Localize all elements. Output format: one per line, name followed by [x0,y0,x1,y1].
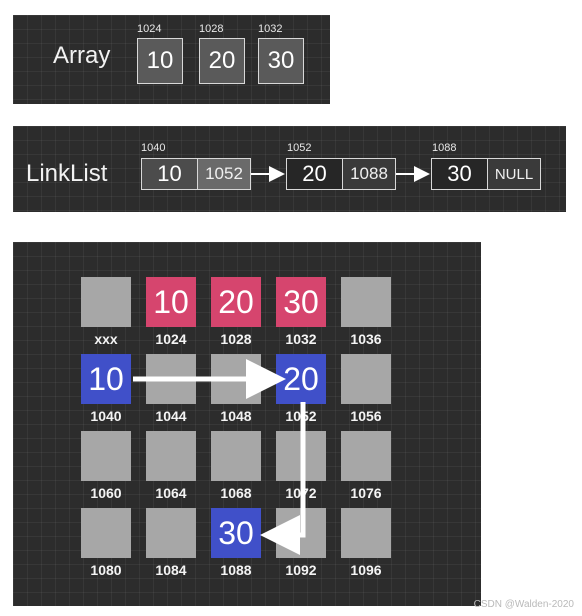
list-node-3: 30 NULL [431,158,541,190]
watermark: CSDN @Walden-2020 [473,599,574,610]
memory-cell-address: 1044 [155,408,187,424]
list-node-2: 20 1088 [286,158,396,190]
array-element-1: 10 [137,38,183,84]
memory-cell [146,431,196,481]
memory-cell-address: 1064 [155,485,187,501]
memory-cell-address: 1084 [155,562,187,578]
memory-cell: 10 [146,277,196,327]
array-address-2: 1028 [199,23,224,35]
memory-cell [341,431,391,481]
array-address-1: 1024 [137,23,162,35]
memory-cell [341,277,391,327]
array-address-3: 1032 [258,23,283,35]
node-next-pointer: 1088 [343,159,395,189]
array-element-3: 30 [258,38,304,84]
memory-cell [81,431,131,481]
node-value: 20 [287,159,343,189]
memory-cell-address: 1076 [350,485,382,501]
memory-cell-address: 1092 [285,562,317,578]
memory-cell [341,508,391,558]
memory-cell-address: 1024 [155,331,187,347]
memory-cell-address: 1096 [350,562,382,578]
memory-cell-address: 1036 [350,331,382,347]
memory-cell-address: 1088 [220,562,252,578]
memory-cell: 30 [276,277,326,327]
node-address-3: 1088 [432,142,457,154]
memory-cell-address: xxx [94,331,118,347]
linklist-panel: LinkList 1040 10 1052 1052 20 1088 1088 … [13,126,566,212]
pointer-arrows [251,166,430,182]
memory-cell-address: 1056 [350,408,382,424]
node-value: 30 [432,159,488,189]
node-next-pointer: 1052 [198,159,250,189]
memory-cell [146,508,196,558]
linked-path-arrows [133,359,306,555]
memory-cell [211,431,261,481]
arrow-1052-to-1088 [260,402,306,555]
node-address-1: 1040 [141,142,166,154]
memory-cell-address: 1060 [90,485,122,501]
memory-cell [81,508,131,558]
node-next-pointer: NULL [488,159,540,189]
memory-cell [81,277,131,327]
memory-cell-address: 1028 [220,331,252,347]
linklist-title: LinkList [26,160,108,187]
memory-cell-address: 1068 [220,485,252,501]
memory-cell-address: 1080 [90,562,122,578]
memory-cell: 30 [211,508,261,558]
list-node-1: 10 1052 [141,158,251,190]
memory-cell-address: 1048 [220,408,252,424]
memory-cell [341,354,391,404]
array-title: Array [53,42,111,69]
array-element-2: 20 [199,38,245,84]
node-value: 10 [142,159,198,189]
array-panel: Array 1024 10 1028 20 1032 30 [13,15,330,104]
memory-cell-address: 1032 [285,331,317,347]
memory-cell: 10 [81,354,131,404]
node-address-2: 1052 [287,142,312,154]
memory-cell: 20 [211,277,261,327]
memory-cell-address: 1040 [90,408,122,424]
